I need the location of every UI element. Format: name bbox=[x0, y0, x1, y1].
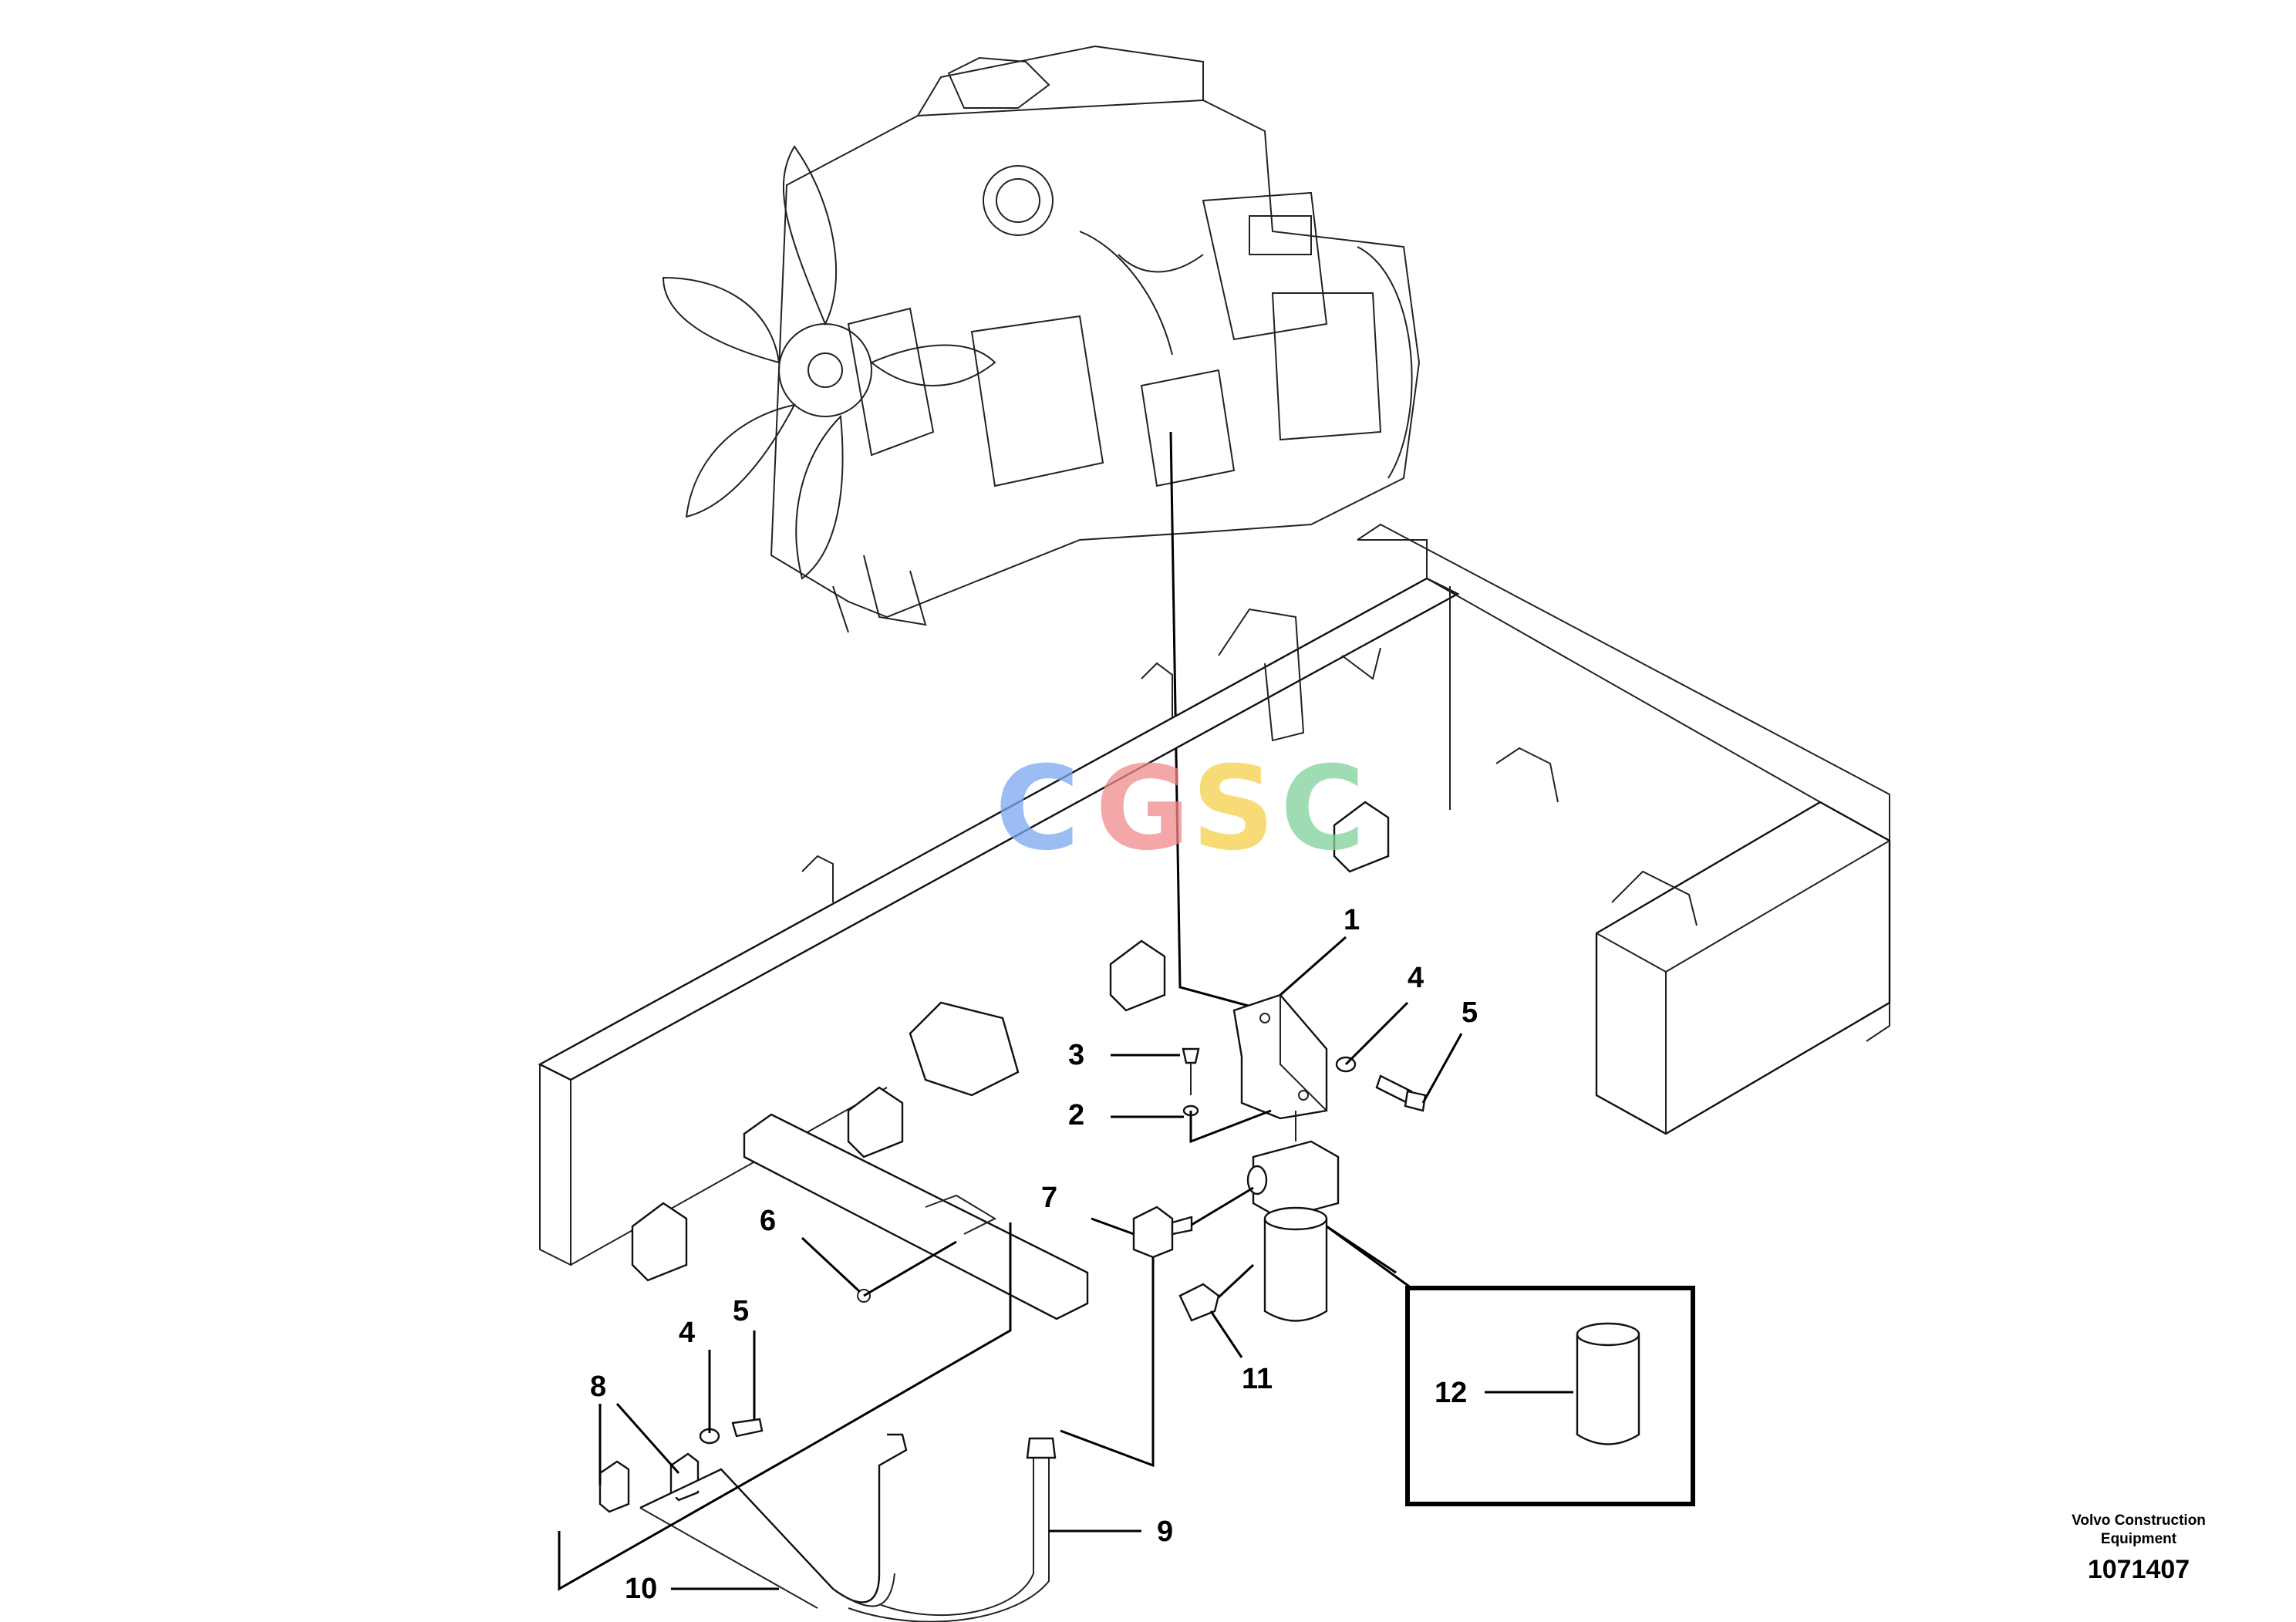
callout-5-top: 5 bbox=[1462, 996, 1478, 1029]
harness-line bbox=[1169, 431, 1272, 1013]
manufacturer-name: Volvo Construction Equipment bbox=[2072, 1512, 2206, 1547]
callout-1: 1 bbox=[1344, 904, 1360, 936]
mount-rail-part-6 bbox=[743, 1113, 1089, 1320]
watermark: C G S C bbox=[995, 742, 1365, 876]
watermark-letter-c1: C bbox=[995, 742, 1080, 876]
callout-5-bottom: 5 bbox=[733, 1295, 749, 1327]
watermark-letter-s: S bbox=[1192, 742, 1275, 876]
watermark-letter-c2: C bbox=[1280, 742, 1365, 876]
callout-10: 10 bbox=[625, 1573, 657, 1605]
filter-assembly bbox=[1246, 1111, 1340, 1322]
drawing-credit: Volvo Construction Equipment 1071407 bbox=[2046, 1512, 2231, 1585]
callout-3: 3 bbox=[1068, 1039, 1084, 1071]
callout-4-top: 4 bbox=[1408, 962, 1424, 994]
callout-6: 6 bbox=[760, 1205, 776, 1237]
washer-bolt-top bbox=[1335, 1001, 1463, 1112]
frame bbox=[538, 523, 1891, 1282]
drawing-number: 1071407 bbox=[2087, 1555, 2190, 1584]
engine-assembly bbox=[662, 45, 1421, 633]
sensor-part-11 bbox=[1178, 1263, 1255, 1358]
callout-2: 2 bbox=[1068, 1099, 1084, 1131]
callout-7: 7 bbox=[1041, 1182, 1057, 1214]
elbow-fitting-part-7 bbox=[1060, 1186, 1254, 1468]
watermark-letter-g: G bbox=[1095, 742, 1190, 876]
callout-9: 9 bbox=[1157, 1516, 1173, 1548]
callout-4-bottom: 4 bbox=[679, 1317, 695, 1349]
filter-element-detail bbox=[1326, 1225, 1695, 1506]
callout-11: 11 bbox=[1242, 1363, 1273, 1395]
bracket-part-1 bbox=[1232, 936, 1347, 1120]
callout-12: 12 bbox=[1435, 1377, 1467, 1409]
callout-8: 8 bbox=[590, 1371, 606, 1403]
screw-washer-3-2 bbox=[1111, 1047, 1272, 1144]
hose-assembly bbox=[558, 1222, 1141, 1622]
clamp-fasteners-lower bbox=[598, 1330, 764, 1513]
